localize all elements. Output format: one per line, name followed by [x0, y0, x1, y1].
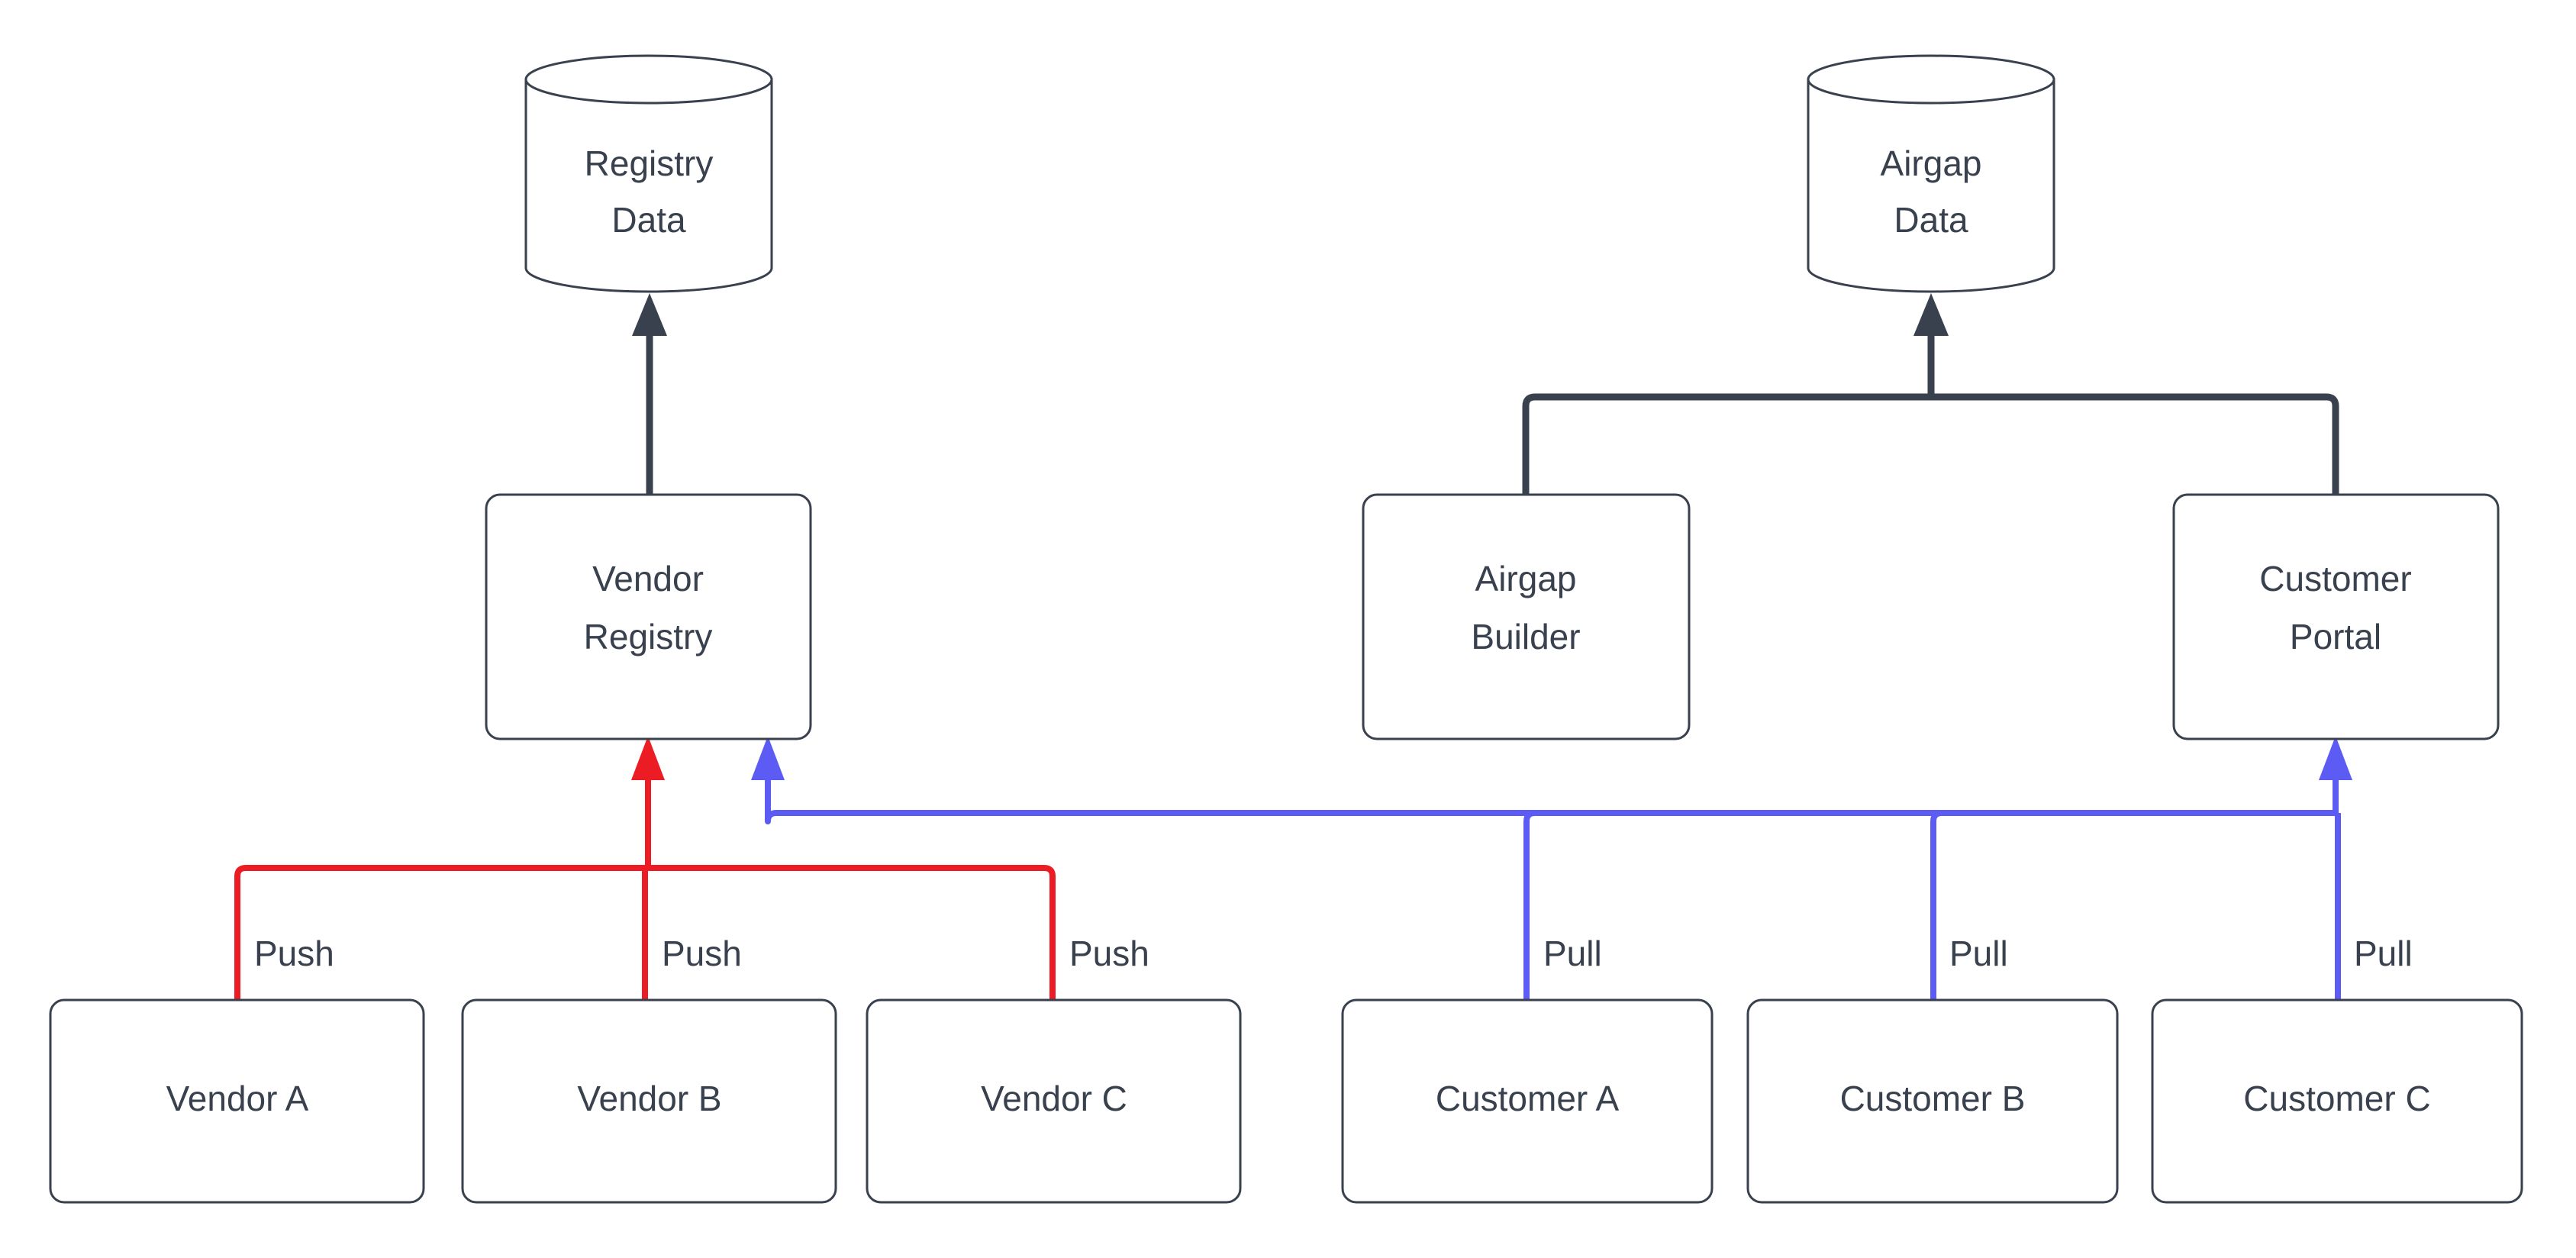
edge-pull-arrow-into-customer-portal	[2319, 736, 2352, 813]
edge-vendor-a-push	[234, 865, 645, 1000]
node-vendor-c[interactable]: Vendor C	[866, 998, 1242, 1204]
edge-label-push-vendor-a: Push	[254, 934, 334, 973]
edge-label-pull-customer-a: Pull	[1543, 934, 1602, 973]
node-customer-c-label: Customer C	[2243, 1079, 2430, 1118]
service-vendor-registry-line2: Registry	[584, 617, 713, 656]
service-vendor-registry-line1: Vendor	[592, 559, 704, 598]
node-customer-a-label: Customer A	[1436, 1079, 1620, 1118]
datastore-registry-data[interactable]: Registry Data	[524, 54, 773, 293]
edge-label-push-vendor-b: Push	[662, 934, 742, 973]
service-airgap-builder[interactable]: Airgap Builder	[1362, 493, 1691, 740]
edge-label-pull-customer-b: Pull	[1949, 934, 2008, 973]
edge-label-push-vendor-c: Push	[1069, 934, 1149, 973]
edge-airgap-data-arrow	[1913, 293, 1949, 397]
edge-customer-portal-to-vendor-registry	[751, 736, 2336, 824]
datastore-airgap-data-line2: Data	[1894, 200, 1968, 240]
datastore-registry-data-line2: Data	[611, 200, 686, 240]
datastore-airgap-data[interactable]: Airgap Data	[1807, 54, 2055, 293]
node-vendor-c-label: Vendor C	[981, 1079, 1127, 1118]
node-vendor-a[interactable]: Vendor A	[49, 998, 425, 1204]
service-customer-portal[interactable]: Customer Portal	[2172, 493, 2500, 740]
edge-label-pull-customer-c: Pull	[2354, 934, 2413, 973]
node-customer-c[interactable]: Customer C	[2151, 998, 2523, 1204]
node-vendor-b-label: Vendor B	[577, 1079, 721, 1118]
datastore-airgap-data-line1: Airgap	[1881, 144, 1982, 183]
edge-customer-portal-to-airgap-data	[1931, 393, 2339, 495]
service-customer-portal-line2: Portal	[2290, 617, 2381, 656]
datastore-registry-data-line1: Registry	[585, 144, 714, 183]
service-airgap-builder-line1: Airgap	[1475, 559, 1577, 598]
edge-push-arrow-into-vendor-registry	[631, 736, 665, 868]
node-customer-b[interactable]: Customer B	[1746, 998, 2119, 1204]
node-customer-b-label: Customer B	[1840, 1079, 2026, 1118]
edge-vendor-c-push	[645, 865, 1056, 1000]
service-vendor-registry[interactable]: Vendor Registry	[485, 493, 812, 740]
edge-customer-a-pull	[1523, 810, 2333, 1000]
node-vendor-a-label: Vendor A	[166, 1079, 309, 1118]
service-airgap-builder-line2: Builder	[1471, 617, 1580, 656]
node-customer-a[interactable]: Customer A	[1341, 998, 1714, 1204]
edge-vendor-registry-to-registry-data	[632, 293, 667, 495]
service-customer-portal-line1: Customer	[2259, 559, 2411, 598]
edge-airgap-builder-to-airgap-data	[1522, 393, 1931, 495]
node-vendor-b[interactable]: Vendor B	[461, 998, 837, 1204]
